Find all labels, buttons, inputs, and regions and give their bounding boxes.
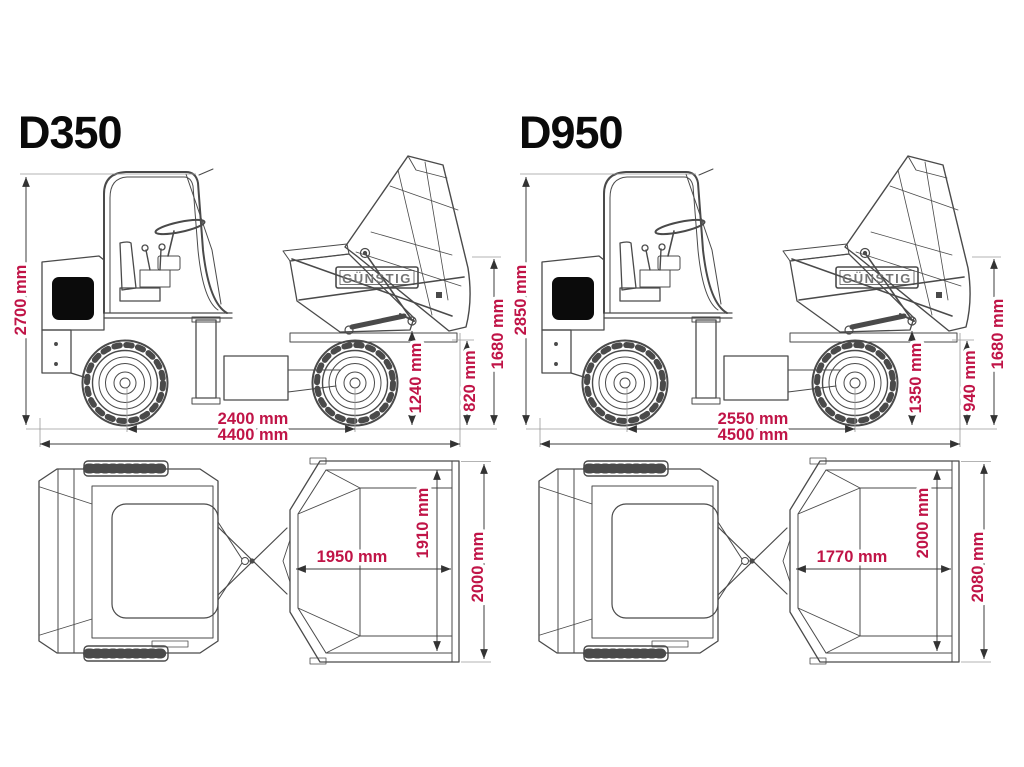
dim-skip-inner-width: 1770 mm [817,548,888,566]
model-title-left: D350 [18,107,123,158]
dim-overall-width: 2080 mm [969,532,987,603]
dim-overall-height: 2700 mm [12,265,30,336]
dim-overall-width: 2000 mm [469,532,487,603]
dim-tipping-pivot-height: 1350 mm [907,343,925,414]
dim-skip-raised-height: 1680 mm [989,299,1007,370]
panel-d350: GÜNSTIG 2700 mm 1240 mm 820 mm 1680 mm 2… [9,156,511,664]
dim-overall-length: 4400 mm [218,426,289,444]
brand-label: GÜNSTIG [842,271,912,286]
d950-side-view [542,156,970,426]
dim-skip-raised-height: 1680 mm [489,299,507,370]
dim-skip-inner-width: 1950 mm [317,548,388,566]
brand-label: GÜNSTIG [342,271,412,286]
model-title-right: D950 [519,107,624,158]
dim-loading-edge-height: 820 mm [461,350,479,411]
d350-side-view [42,156,470,426]
d950-top-view [539,458,959,664]
panel-d950: GÜNSTIG 2850 mm 1350 mm 940 mm 1680 mm 2… [509,156,1011,664]
dim-wheelbase: 2550 mm [718,410,789,428]
dim-overall-height: 2850 mm [512,265,530,336]
dim-overall-length: 4500 mm [718,426,789,444]
dim-loading-edge-height: 940 mm [961,350,979,411]
dim-wheelbase: 2400 mm [218,410,289,428]
dim-skip-inner-length: 1910 mm [414,488,432,559]
d350-top-view [39,458,459,664]
dim-tipping-pivot-height: 1240 mm [407,343,425,414]
dim-skip-inner-length: 2000 mm [914,488,932,559]
